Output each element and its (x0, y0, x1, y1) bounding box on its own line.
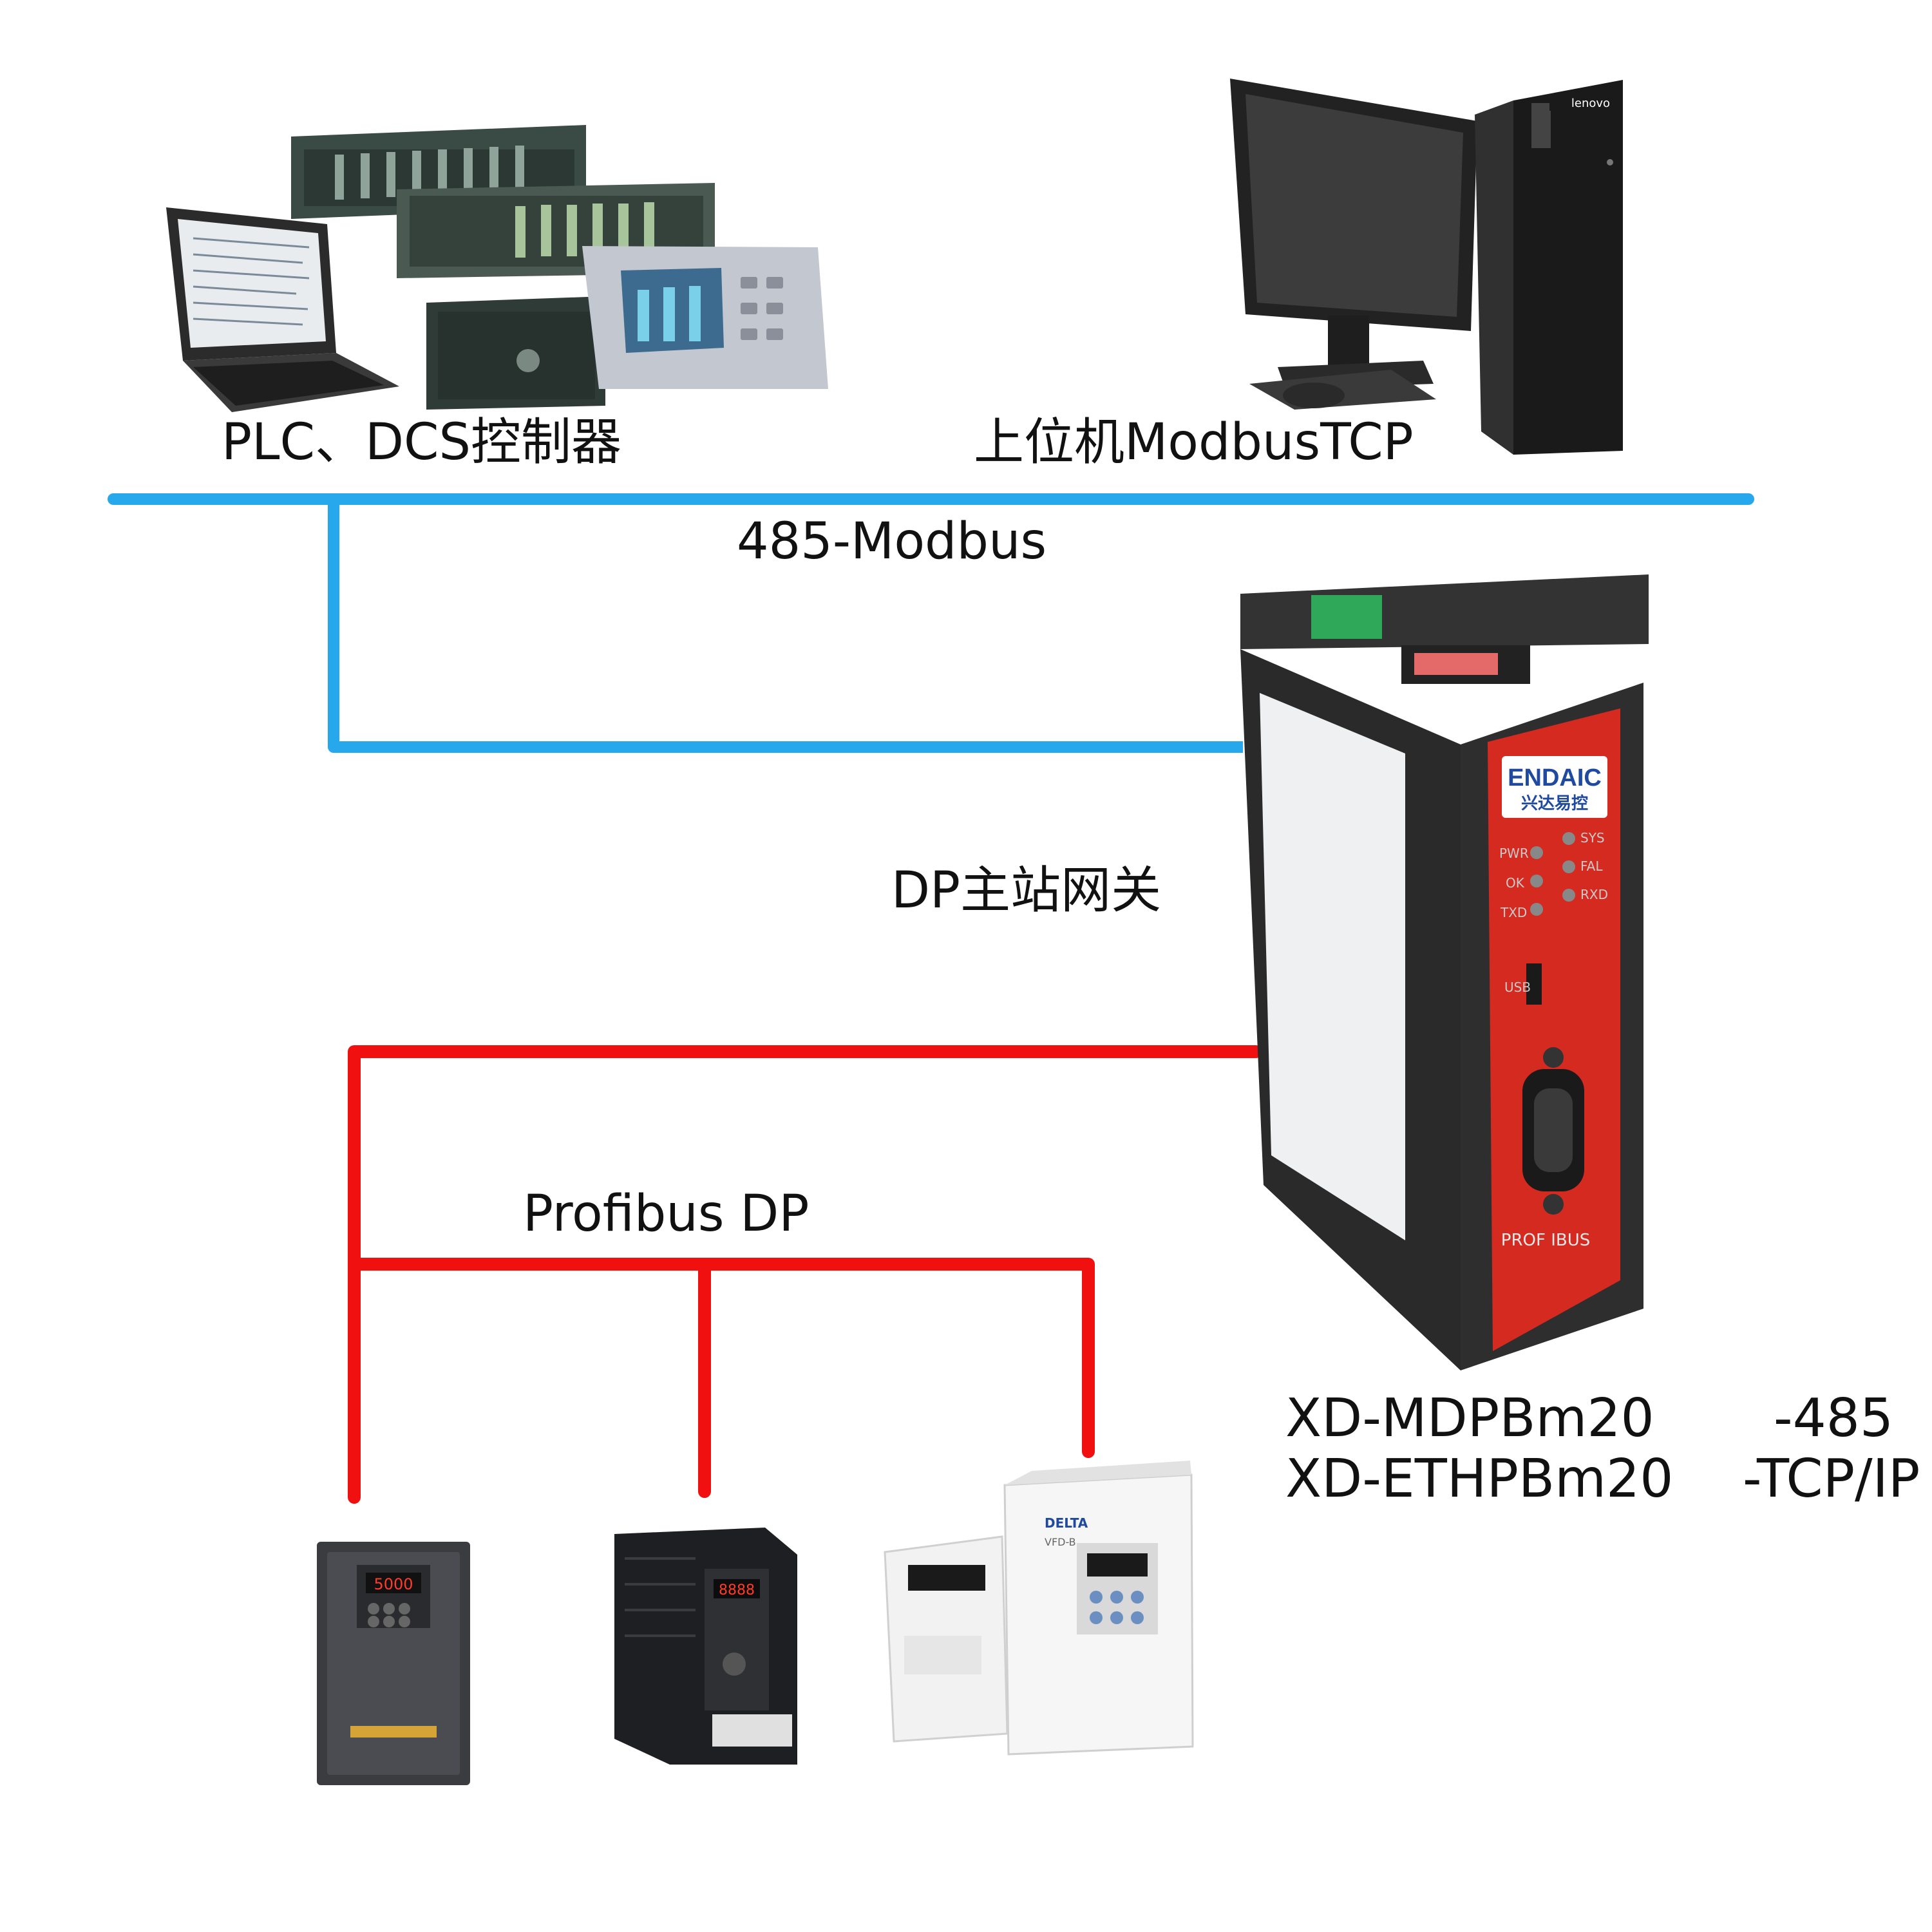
plc-rack-icon (291, 125, 715, 410)
gateway-brand-cn: 兴达易控 (1521, 794, 1588, 813)
led-ok (1530, 875, 1543, 887)
modbus-drop-line (328, 501, 1243, 753)
model-2-label: XD-ETHPBm20 (1285, 1448, 1674, 1510)
modbus-bus-label: 485-Modbus (737, 513, 1047, 571)
led-label-fal: FAL (1580, 858, 1603, 874)
inverter-drive-3-icon: DELTA VFD-B (884, 1461, 1194, 1756)
inverter-drive-1-icon: 5000 (317, 1542, 470, 1785)
modbus-bus-lines (108, 493, 1754, 753)
profibus-branch-line (348, 1258, 1095, 1458)
led-label-ok: OK (1506, 875, 1525, 891)
profibus-trunk-line (348, 1045, 1262, 1504)
led-txd (1530, 903, 1543, 916)
drive-2-display: 8888 (719, 1582, 755, 1598)
model-1-label: XD-MDPBm20 (1285, 1388, 1654, 1449)
led-label-txd: TXD (1500, 905, 1527, 920)
profibus-lines (348, 1045, 1262, 1504)
led-sys (1562, 832, 1575, 845)
led-rxd (1562, 889, 1575, 902)
led-label-sys: SYS (1580, 830, 1605, 846)
profibus-label: Profibus DP (523, 1185, 810, 1243)
pc-brand-text: lenovo (1571, 97, 1610, 110)
led-label-rxd: RXD (1580, 887, 1608, 902)
usb-port (1526, 963, 1542, 1005)
dp-gateway-label: DP主站网关 (891, 862, 1162, 920)
profibus-port-label: PROF IBUS (1501, 1231, 1590, 1250)
usb-label: USB (1504, 980, 1531, 995)
model-2-suffix: -TCP/IP (1743, 1448, 1920, 1510)
laptop-icon (166, 207, 399, 412)
dp-gateway-device: ENDAIC 兴达易控 PWR OK TXD SYS FAL RXD USB P… (1240, 574, 1649, 1370)
inverter-drive-2-icon: 8888 (614, 1528, 797, 1765)
desktop-pc-icon: lenovo (1230, 79, 1623, 455)
led-label-pwr: PWR (1499, 846, 1529, 861)
host-pc-label: 上位机ModbusTCP (974, 413, 1414, 471)
model-1-suffix: -485 (1774, 1388, 1894, 1449)
drive-3-brand: DELTA (1045, 1515, 1088, 1531)
gateway-brand-logo: ENDAIC (1508, 764, 1602, 791)
led-pwr (1530, 846, 1543, 859)
drive-3-model: VFD-B (1045, 1536, 1076, 1548)
led-fal (1562, 860, 1575, 873)
gateway-front-panel (1488, 708, 1620, 1351)
terminal-connector (1311, 595, 1382, 639)
dip-switch (1414, 653, 1498, 675)
hmi-panel-icon (582, 246, 828, 389)
drive-1-display: 5000 (374, 1575, 413, 1593)
gateway-label-sticker (1260, 693, 1405, 1240)
plc-dcs-label: PLC、DCS控制器 (222, 413, 621, 471)
